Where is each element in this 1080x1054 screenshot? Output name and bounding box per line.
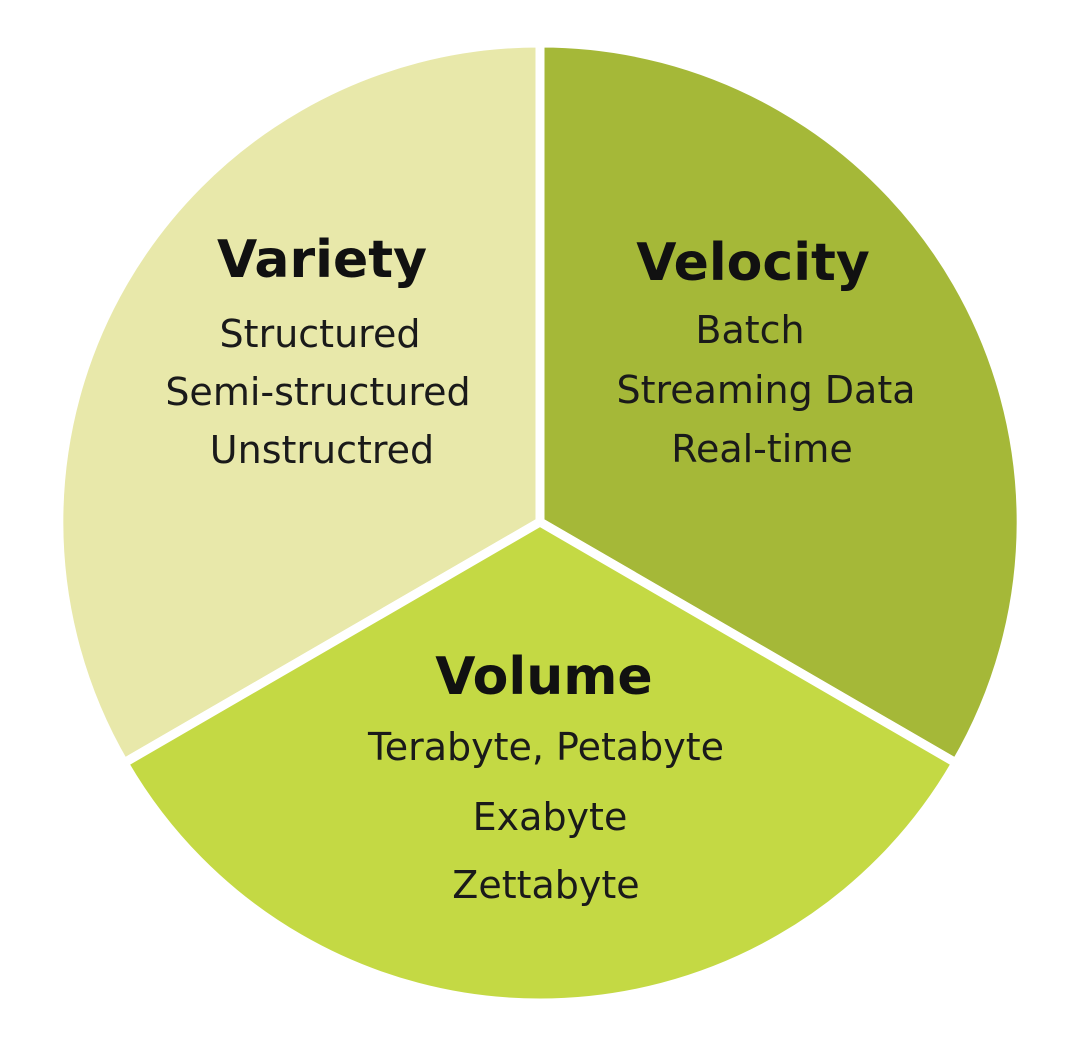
variety-item-2: Semi-structured: [165, 370, 470, 414]
volume-item-1: Terabyte, Petabyte: [367, 725, 724, 769]
variety-segment: [54, 38, 545, 770]
variety-item-1: Structured: [220, 312, 421, 356]
variety-title: Variety: [217, 230, 427, 290]
velocity-label-group: Velocity Batch Streaming Data Real-time: [616, 233, 915, 471]
volume-item-3: Zettabyte: [452, 863, 639, 907]
variety-item-3: Unstructred: [210, 428, 434, 472]
volume-label-group: Volume Terabyte, Petabyte Exabyte Zettab…: [367, 647, 724, 907]
variety-label-group: Variety Structured Semi-structured Unstr…: [165, 230, 470, 472]
velocity-title: Velocity: [636, 233, 870, 293]
velocity-item-1: Batch: [695, 308, 804, 352]
velocity-item-3: Real-time: [671, 427, 852, 471]
velocity-item-2: Streaming Data: [616, 368, 915, 412]
velocity-segment: [535, 38, 1026, 770]
volume-title: Volume: [435, 647, 652, 707]
volume-item-2: Exabyte: [473, 795, 628, 839]
volume-segment: [117, 516, 963, 1008]
